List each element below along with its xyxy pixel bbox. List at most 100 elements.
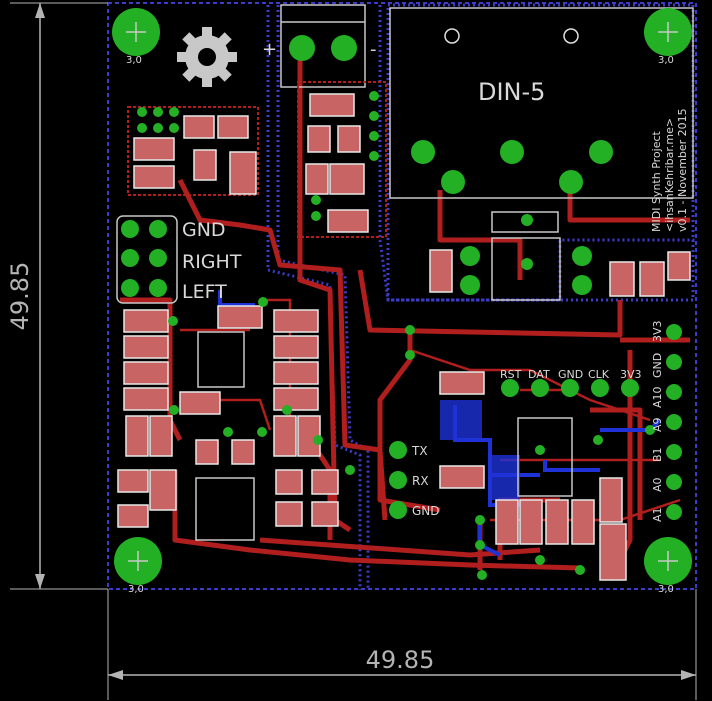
smd-pad: [273, 415, 297, 457]
through-hole-pad: [593, 435, 603, 445]
smd-pad: [117, 469, 149, 493]
side-b1-label: B1: [651, 447, 664, 462]
side-3v3-label: 3V3: [651, 320, 664, 342]
serial-rx-label: RX: [412, 474, 429, 488]
through-hole-pad: [666, 324, 682, 340]
smd-pad: [667, 251, 691, 281]
through-hole-pad: [258, 297, 268, 307]
project-version: v0.1 - November 2015: [676, 108, 689, 232]
through-hole-pad: [460, 275, 480, 295]
prog-gnd-label: GND: [558, 368, 583, 381]
bottom-copper-fills: [440, 400, 520, 500]
through-hole-pad: [369, 91, 379, 101]
through-hole-pad: [460, 246, 480, 266]
smd-pad: [179, 391, 221, 415]
through-hole-pad: [666, 474, 682, 490]
side-a9-label: A9: [651, 417, 664, 432]
through-hole-pad: [369, 131, 379, 141]
smd-pad: [599, 523, 627, 581]
through-hole-pad: [389, 441, 407, 459]
through-hole-pad: [666, 414, 682, 430]
smd-pad: [439, 465, 485, 489]
smd-pad: [327, 209, 369, 233]
through-hole-pad: [311, 211, 321, 221]
through-hole-pads: [121, 35, 682, 580]
side-a10-label: A10: [651, 386, 664, 408]
smd-pad: [307, 125, 331, 153]
smd-pad: [545, 499, 569, 545]
smd-pad: [275, 501, 303, 527]
through-hole-pad: [121, 279, 139, 297]
smd-pad: [273, 387, 319, 411]
through-hole-pad: [257, 427, 267, 437]
side-gnd-label: GND: [651, 353, 664, 378]
mounting-hole-crosses: [126, 22, 678, 571]
smd-pad: [229, 151, 257, 195]
through-hole-pad: [535, 555, 545, 565]
through-hole-pad: [405, 325, 415, 335]
smd-pad: [117, 504, 149, 528]
smd-pad: [495, 499, 519, 545]
through-hole-pad: [313, 435, 323, 445]
din-mount-holes: [444, 28, 579, 44]
through-hole-pad: [531, 379, 549, 397]
through-hole-pad: [153, 107, 163, 117]
through-hole-pad: [475, 515, 485, 525]
smd-pad: [311, 501, 339, 527]
through-hole-pad: [559, 170, 583, 194]
smd-pad: [519, 499, 543, 545]
through-hole-pad: [666, 444, 682, 460]
through-hole-pad: [169, 123, 179, 133]
keepout-areas: [127, 81, 387, 238]
smd-pad: [193, 149, 217, 181]
project-title: MIDI Synth Project: [650, 130, 663, 232]
through-hole-pad: [500, 140, 524, 164]
side-a0-label: A0: [651, 477, 664, 492]
smd-pad: [231, 439, 255, 465]
hole-label-top-right: 3,0: [658, 55, 674, 66]
smd-pad: [217, 115, 249, 139]
smd-pad: [275, 469, 303, 495]
smd-pad: [123, 309, 169, 333]
through-hole-pad: [575, 565, 585, 575]
smd-pad: [273, 335, 319, 359]
serial-gnd-label: GND: [412, 504, 440, 518]
through-hole-pad: [137, 107, 147, 117]
through-hole-pad: [331, 35, 357, 61]
smd-pad: [429, 249, 453, 293]
silkscreen-outlines: [116, 4, 694, 541]
dimension-x-label: 49.85: [366, 646, 435, 674]
smd-pad: [571, 499, 595, 545]
through-hole-pad: [666, 354, 682, 370]
project-url: <ihsanKehribar.me>: [663, 118, 676, 232]
smd-pads: [117, 93, 691, 581]
through-hole-pad: [137, 123, 147, 133]
smd-pad: [123, 361, 169, 385]
through-hole-pad: [369, 111, 379, 121]
smd-pad: [273, 361, 319, 385]
smd-pad: [305, 163, 329, 195]
through-hole-pad: [389, 471, 407, 489]
smd-pad: [183, 115, 215, 139]
through-hole-pad: [121, 249, 139, 267]
smd-pad: [309, 93, 355, 117]
smd-pad: [123, 335, 169, 359]
through-hole-pad: [475, 540, 485, 550]
through-hole-pad: [389, 501, 407, 519]
through-hole-pad: [591, 379, 609, 397]
smd-pad: [123, 387, 169, 411]
through-hole-pad: [405, 350, 415, 360]
through-hole-pad: [666, 384, 682, 400]
through-hole-pad: [168, 316, 178, 326]
power-minus-label: -: [370, 39, 377, 60]
smd-pad: [125, 415, 149, 457]
smd-pad: [195, 439, 219, 465]
through-hole-pad: [149, 279, 167, 297]
prog-rst-label: RST: [500, 368, 522, 381]
prog-3v3-label: 3V3: [620, 368, 642, 381]
through-hole-pad: [121, 220, 139, 238]
smd-pad: [599, 477, 623, 523]
through-hole-pad: [561, 379, 579, 397]
power-plus-label: +: [262, 39, 277, 60]
